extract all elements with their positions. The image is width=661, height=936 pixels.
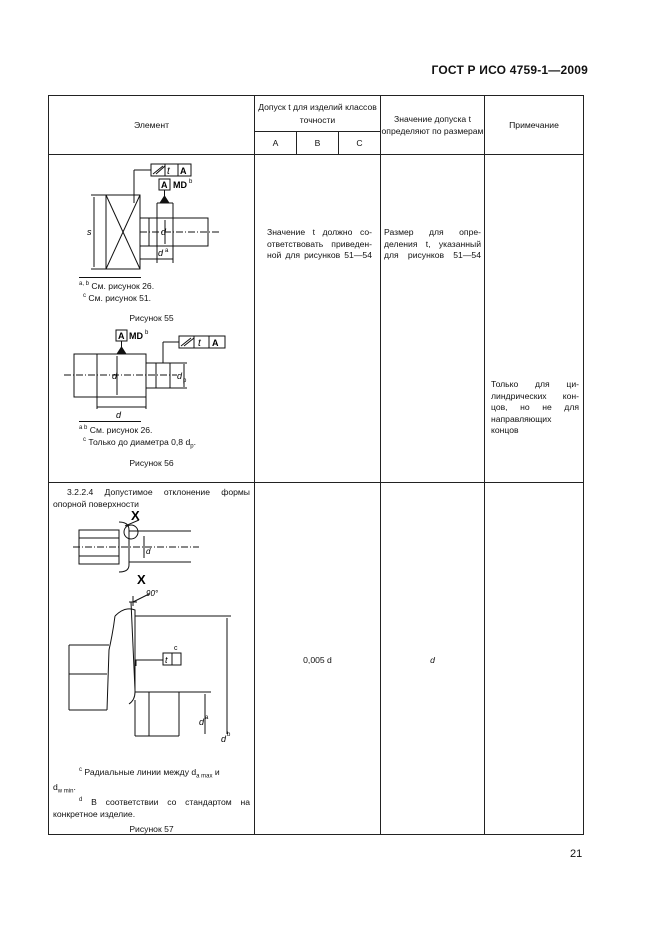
svg-text:A: A: [180, 166, 187, 176]
svg-text:b: b: [189, 179, 193, 185]
svg-text:A: A: [161, 180, 168, 190]
svg-text:d: d: [146, 547, 151, 556]
row2-note-cell: [484, 481, 584, 836]
svg-text:d: d: [199, 717, 205, 727]
svg-text:p: p: [183, 378, 187, 384]
svg-text:MD: MD: [173, 180, 187, 190]
svg-text:X: X: [131, 510, 140, 523]
row1-note-cell: Только для ци- линдрических кон- цов, но…: [484, 154, 584, 483]
header-class-b: B: [296, 131, 339, 155]
header-tolerance: Допуск t для изделий классов точности: [254, 95, 381, 132]
fig57-caption: Рисунок 57: [129, 824, 174, 835]
svg-text:d: d: [112, 371, 118, 381]
fig57-footnote-1: c Радиальные линии между da max и: [79, 767, 220, 780]
header-value: Значение допуска t определяют по размера…: [380, 95, 485, 155]
row1-value-cell: Размер для опре- деления t, указанный дл…: [380, 154, 485, 483]
svg-text:b: b: [145, 330, 149, 336]
row2-tolerance-cell: 0,005 d: [254, 481, 381, 836]
fig57-footnote-1b: dw min.: [53, 782, 76, 796]
svg-text:a: a: [165, 248, 169, 254]
fig57-footnote-2: d В соответствии со стандартом на конкре…: [53, 797, 250, 820]
svg-text:t: t: [165, 655, 168, 665]
header-class-c: C: [338, 131, 381, 155]
svg-text:X: X: [137, 572, 146, 587]
svg-text:90°: 90°: [146, 589, 159, 598]
row1-element-cell: t A A MD b s d d a a, b См. рисунок 26. …: [48, 154, 255, 483]
svg-text:A: A: [118, 331, 125, 341]
svg-text:A: A: [212, 338, 219, 348]
svg-text:d: d: [116, 410, 122, 419]
header-note: Примечание: [484, 95, 584, 155]
svg-text:a: a: [205, 715, 209, 721]
fig56-footnote-2: c Только до диаметра 0,8 dp.: [83, 437, 196, 450]
svg-text:d: d: [221, 734, 227, 744]
fig55-caption: Рисунок 55: [129, 313, 174, 324]
section-heading: 3.2.2.4 Допустимое отклонение формы опор…: [53, 487, 250, 509]
fig55-footnote-2: c См. рисунок 51.: [83, 293, 152, 304]
svg-text:t: t: [198, 338, 202, 349]
fig56-caption: Рисунок 56: [129, 458, 174, 469]
standard-title: ГОСТ Р ИСО 4759-1—2009: [431, 63, 588, 77]
svg-text:c: c: [174, 645, 178, 652]
figure-55: t A A MD b s d d a: [87, 163, 219, 270]
page-number: 21: [570, 848, 583, 860]
svg-text:d: d: [161, 227, 167, 237]
svg-text:MD: MD: [129, 331, 143, 341]
svg-text:t: t: [167, 166, 171, 177]
header-class-a: A: [254, 131, 297, 155]
figure-56: A MD b t A d d p d: [64, 329, 226, 419]
tolerance-table: Элемент Допуск t для изделий классов точ…: [48, 95, 584, 836]
header-element: Элемент: [48, 95, 255, 155]
svg-text:s: s: [87, 227, 92, 237]
row1-tolerance-cell: Значение t должно со- ответствовать прив…: [254, 154, 381, 483]
fig56-footnote-1: a b См. рисунок 26.: [79, 425, 153, 436]
svg-text:d: d: [177, 371, 183, 381]
row2-value-cell: d: [380, 481, 485, 836]
row2-element-cell: 3.2.2.4 Допустимое отклонение формы опор…: [48, 481, 255, 836]
fig55-footnote-1: a, b См. рисунок 26.: [79, 281, 155, 291]
figure-57: X X 90° d c t d a d b: [68, 510, 231, 744]
svg-text:d: d: [158, 248, 164, 258]
svg-text:b: b: [227, 732, 231, 738]
